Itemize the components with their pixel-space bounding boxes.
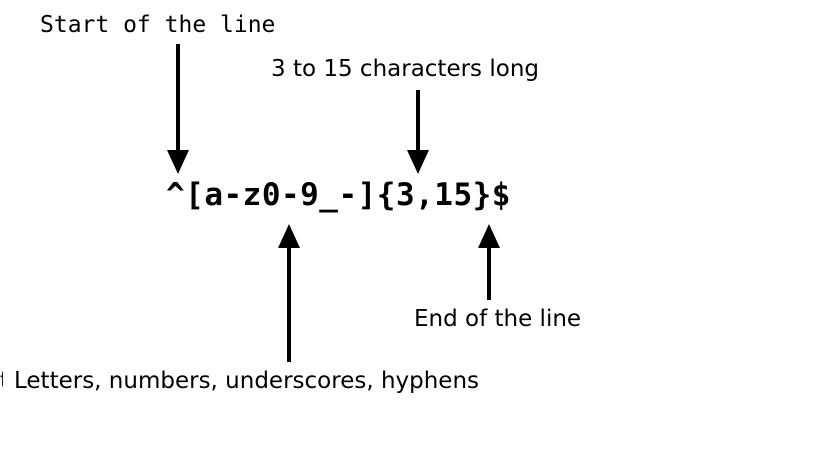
annotation-label-end-of-line: End of the line: [414, 306, 582, 332]
annotation-label-start-of-line: Start of the line: [40, 12, 276, 38]
arrow-end-of-line: [478, 224, 500, 300]
annotation-label-length: 3 to 15 characters long: [271, 56, 539, 82]
clipped-edge-glyph: t: [0, 370, 3, 392]
arrow-allowed-chars: [278, 224, 300, 362]
arrow-length: [407, 90, 429, 174]
annotation-label-allowed-chars: Letters, numbers, underscores, hyphens: [14, 368, 480, 394]
arrow-start-of-line: [167, 44, 189, 174]
regex-expression: ^[a-z0-9_-]{3,15}$: [166, 177, 511, 213]
